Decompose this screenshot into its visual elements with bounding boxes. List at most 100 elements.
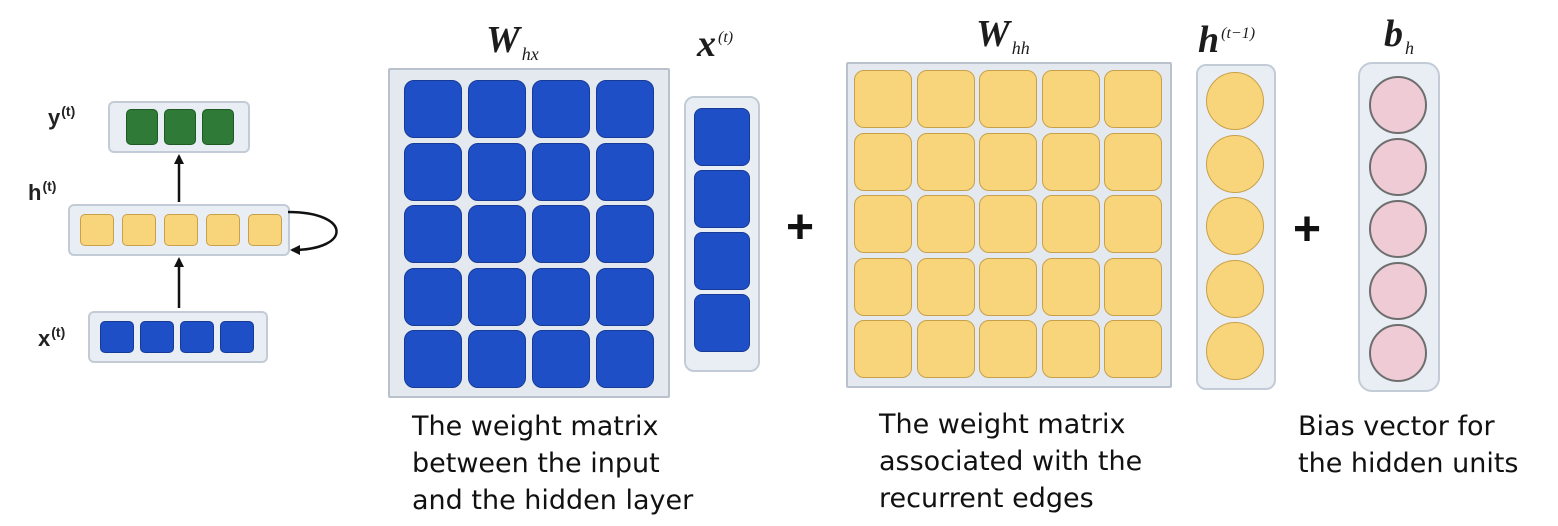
w-hh-cell [854, 70, 912, 128]
w-hh-main: W [976, 13, 1010, 55]
w-hx-sub: hx [521, 44, 539, 64]
w-hh-cell [916, 320, 975, 378]
bias-cell [1369, 262, 1427, 320]
w-hh-matrix [846, 62, 1172, 388]
w-hh-cell [979, 257, 1037, 316]
w-hh-cell [979, 320, 1037, 378]
input-unit [220, 321, 254, 353]
h-prev-cell [1206, 322, 1264, 380]
bias-cell [1369, 324, 1427, 382]
w-hx-cell [532, 142, 590, 201]
w-hh-cell [916, 70, 975, 128]
input-unit [180, 321, 214, 353]
caption-w-hh-line-2: associated with the [879, 446, 1143, 477]
w-hx-cell [596, 142, 654, 201]
w-hx-cell [404, 205, 462, 263]
caption-w-hh-line-3: recurrent edges [879, 483, 1094, 514]
caption-w-hx-line-2: between the input [412, 448, 660, 479]
caption-w-hh-line-1: The weight matrix [879, 409, 1126, 440]
w-hx-cell [468, 267, 526, 326]
w-hh-cell [854, 132, 912, 191]
hidden-unit [206, 214, 240, 246]
h-time-sup: (t) [42, 178, 57, 194]
h-prev-vector [1196, 64, 1276, 390]
caption-b-h-line-2: the hidden units [1298, 448, 1519, 479]
w-hx-cell [596, 205, 654, 263]
x-label-text: x [38, 326, 51, 351]
w-hx-cell [468, 80, 526, 138]
w-hx-cell [404, 330, 462, 388]
w-hh-cell [979, 70, 1037, 128]
y-time-sup: (t) [61, 103, 76, 119]
bias-cell [1369, 138, 1427, 196]
h-prev-sup: (t−1) [1221, 25, 1256, 42]
w-hh-cell [854, 257, 912, 316]
caption-b-h: Bias vector for the hidden units [1298, 408, 1518, 482]
x-label: x(t) [38, 324, 66, 352]
recurrent-loop-arrow [287, 210, 338, 255]
w-hh-cell [1104, 320, 1162, 378]
caption-w-hx-line-3: and the hidden layer [412, 485, 694, 516]
w-hh-cell [1104, 132, 1162, 191]
w-hx-cell [532, 330, 590, 388]
w-hx-cell [468, 142, 526, 201]
output-layer [108, 101, 250, 153]
w-hh-cell [916, 195, 975, 253]
w-hh-cell [979, 195, 1037, 253]
w-hh-cell [916, 257, 975, 316]
input-unit [140, 321, 174, 353]
x-vector-cell [694, 170, 750, 228]
w-hx-matrix [388, 68, 670, 398]
caption-b-h-line-1: Bias vector for [1298, 411, 1495, 442]
w-hx-cell [532, 80, 590, 138]
w-hx-cell [468, 205, 526, 263]
output-unit [164, 109, 196, 145]
w-hx-cell [532, 205, 590, 263]
output-unit [202, 109, 234, 145]
bias-cell [1369, 76, 1427, 134]
x-vector-cell [694, 294, 750, 352]
w-hx-cell [404, 80, 462, 138]
h-prev-cell [1206, 134, 1264, 193]
w-hh-cell [854, 320, 912, 378]
caption-w-hx: The weight matrix between the input and … [412, 408, 693, 519]
h-prev-cell [1206, 72, 1264, 130]
w-hh-cell [1041, 132, 1100, 191]
h-prev-cell [1206, 259, 1264, 318]
w-hx-cell [404, 267, 462, 326]
w-hx-cell [532, 267, 590, 326]
h-prev-main: h [1198, 19, 1220, 61]
bias-cell [1369, 200, 1427, 258]
rnn-arrows [174, 154, 338, 308]
w-hx-main: W [486, 19, 520, 61]
x-vector-main: x [697, 23, 716, 65]
b-h-main: b [1384, 13, 1403, 55]
w-hh-cell [1041, 195, 1100, 253]
w-hh-cell [1104, 70, 1162, 128]
w-hh-cell [1041, 257, 1100, 316]
h-label: h(t) [28, 178, 57, 206]
y-label: y(t) [48, 103, 76, 131]
caption-w-hh: The weight matrix associated with the re… [879, 406, 1142, 517]
w-hx-cell [596, 80, 654, 138]
x-vector-cell [694, 108, 750, 166]
b-h-sub: h [1405, 38, 1414, 58]
bias-vector [1358, 62, 1440, 392]
x-vector-cell [694, 232, 750, 290]
w-hx-cell [596, 267, 654, 326]
w-hh-cell [1104, 257, 1162, 316]
plus-sign-1: + [786, 201, 815, 254]
x-vector-sup: (t) [718, 29, 734, 46]
input-unit [100, 321, 134, 353]
w-hh-cell [979, 132, 1037, 191]
w-hx-cell [596, 330, 654, 388]
w-hh-sub: hh [1011, 38, 1030, 58]
x-time-sup: (t) [51, 324, 66, 340]
hidden-unit [122, 214, 156, 246]
w-hh-cell [1104, 195, 1162, 253]
w-hx-cell [404, 142, 462, 201]
hidden-layer [68, 204, 290, 256]
